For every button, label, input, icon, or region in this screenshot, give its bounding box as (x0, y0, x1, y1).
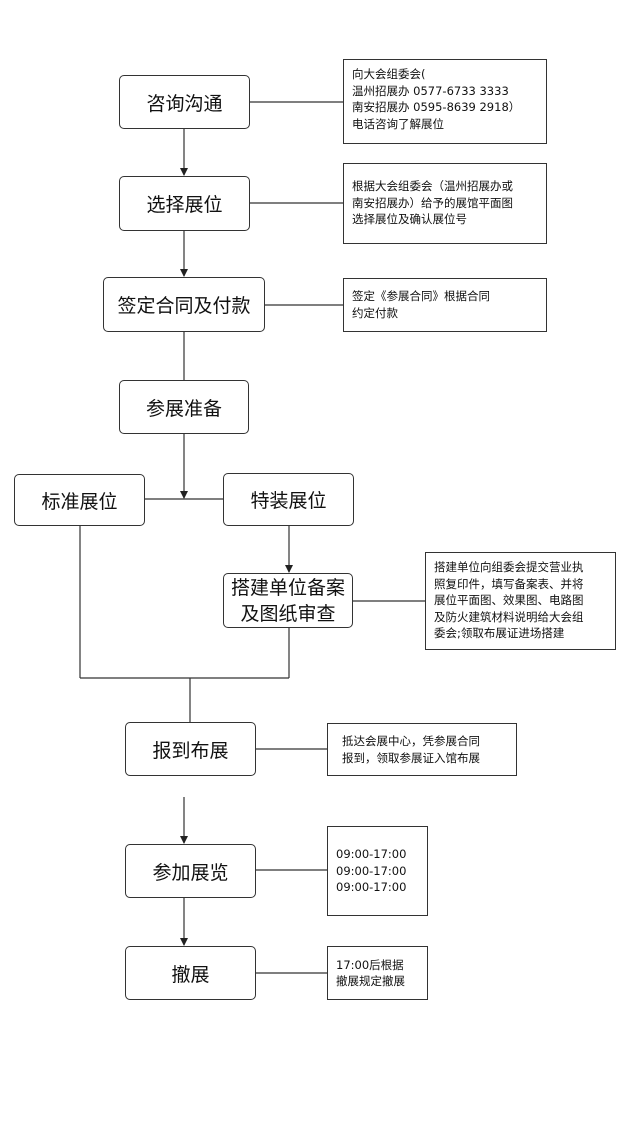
note-select-line: 南安招展办）给予的展馆平面图 (352, 195, 513, 210)
step-select-booth-label: 选择展位 (146, 194, 223, 216)
note-select-line: 选择展位及确认展位号 (352, 212, 467, 226)
note-filing-line: 展位平面图、效果图、电路图 (434, 593, 584, 607)
note-report: 抵达会展中心，凭参展合同 报到，领取参展证入馆布展 (327, 723, 517, 776)
note-dismantle-line: 17:00后根据 (336, 957, 404, 972)
step-prepare-label: 参展准备 (145, 397, 222, 420)
note-sign-line: 约定付款 (352, 305, 398, 320)
step-dismantle-label: 撤展 (171, 963, 210, 986)
note-attend: 09:00-17:00 09:00-17:00 09:00-17:00 (327, 826, 428, 916)
note-report-line: 抵达会展中心，凭参展合同 (342, 734, 480, 748)
step-standard-booth-label: 标准展位 (41, 490, 118, 513)
step-consult: 咨询沟通 (119, 75, 250, 129)
note-attend-line: 09:00-17:00 (336, 863, 407, 878)
step-sign-contract: 签定合同及付款 (103, 277, 265, 332)
step-consult-label: 咨询沟通 (146, 92, 223, 115)
note-sign-line: 签定《参展合同》根据合同 (352, 289, 490, 303)
step-special-booth: 特装展位 (223, 473, 354, 526)
note-consult-line: 向大会组委会( (352, 67, 426, 81)
note-consult: 向大会组委会( 温州招展办 0577-6733 3333 南安招展办 0595-… (343, 59, 547, 144)
step-attend-label: 参加展览 (152, 861, 229, 884)
note-filing: 搭建单位向组委会提交营业执 照复印件，填写备案表、并将 展位平面图、效果图、电路… (425, 552, 616, 650)
step-filing-review: 搭建单位备案 及图纸审查 (223, 573, 353, 628)
step-report-label: 报到布展 (152, 739, 229, 762)
note-filing-line: 照复印件，填写备案表、并将 (434, 576, 584, 591)
note-filing-line: 搭建单位向组委会提交营业执 (434, 560, 584, 574)
note-consult-line: 南安招展办 0595-8639 2918） (352, 100, 521, 114)
step-prepare: 参展准备 (119, 380, 249, 434)
step-attend: 参加展览 (125, 844, 256, 898)
note-report-line: 报到，领取参展证入馆布展 (342, 750, 480, 765)
step-filing-line1: 搭建单位备案 (230, 576, 345, 599)
note-sign-contract: 签定《参展合同》根据合同 约定付款 (343, 278, 547, 332)
step-dismantle: 撤展 (125, 946, 256, 1000)
note-consult-line: 温州招展办 0577-6733 3333 (352, 83, 509, 98)
step-filing-line2: 及图纸审查 (240, 602, 336, 625)
step-standard-booth: 标准展位 (14, 474, 145, 526)
step-special-booth-label: 特装展位 (250, 490, 327, 512)
note-dismantle-line: 撤展规定撤展 (336, 974, 405, 988)
note-filing-line: 及防火建筑材料说明给大会组 (434, 609, 584, 624)
note-select-booth: 根据大会组委会（温州招展办或 南安招展办）给予的展馆平面图 选择展位及确认展位号 (343, 163, 547, 244)
note-attend-line: 09:00-17:00 (336, 880, 407, 895)
step-sign-contract-label: 签定合同及付款 (117, 295, 251, 317)
step-select-booth: 选择展位 (119, 176, 250, 231)
note-select-line: 根据大会组委会（温州招展办或 (352, 179, 513, 193)
note-consult-line: 电话咨询了解展位 (352, 116, 444, 131)
step-report: 报到布展 (125, 722, 256, 776)
note-dismantle: 17:00后根据 撤展规定撤展 (327, 946, 428, 1000)
note-attend-line: 09:00-17:00 (336, 847, 407, 862)
note-filing-line: 委会;领取布展证进场搭建 (434, 626, 565, 640)
